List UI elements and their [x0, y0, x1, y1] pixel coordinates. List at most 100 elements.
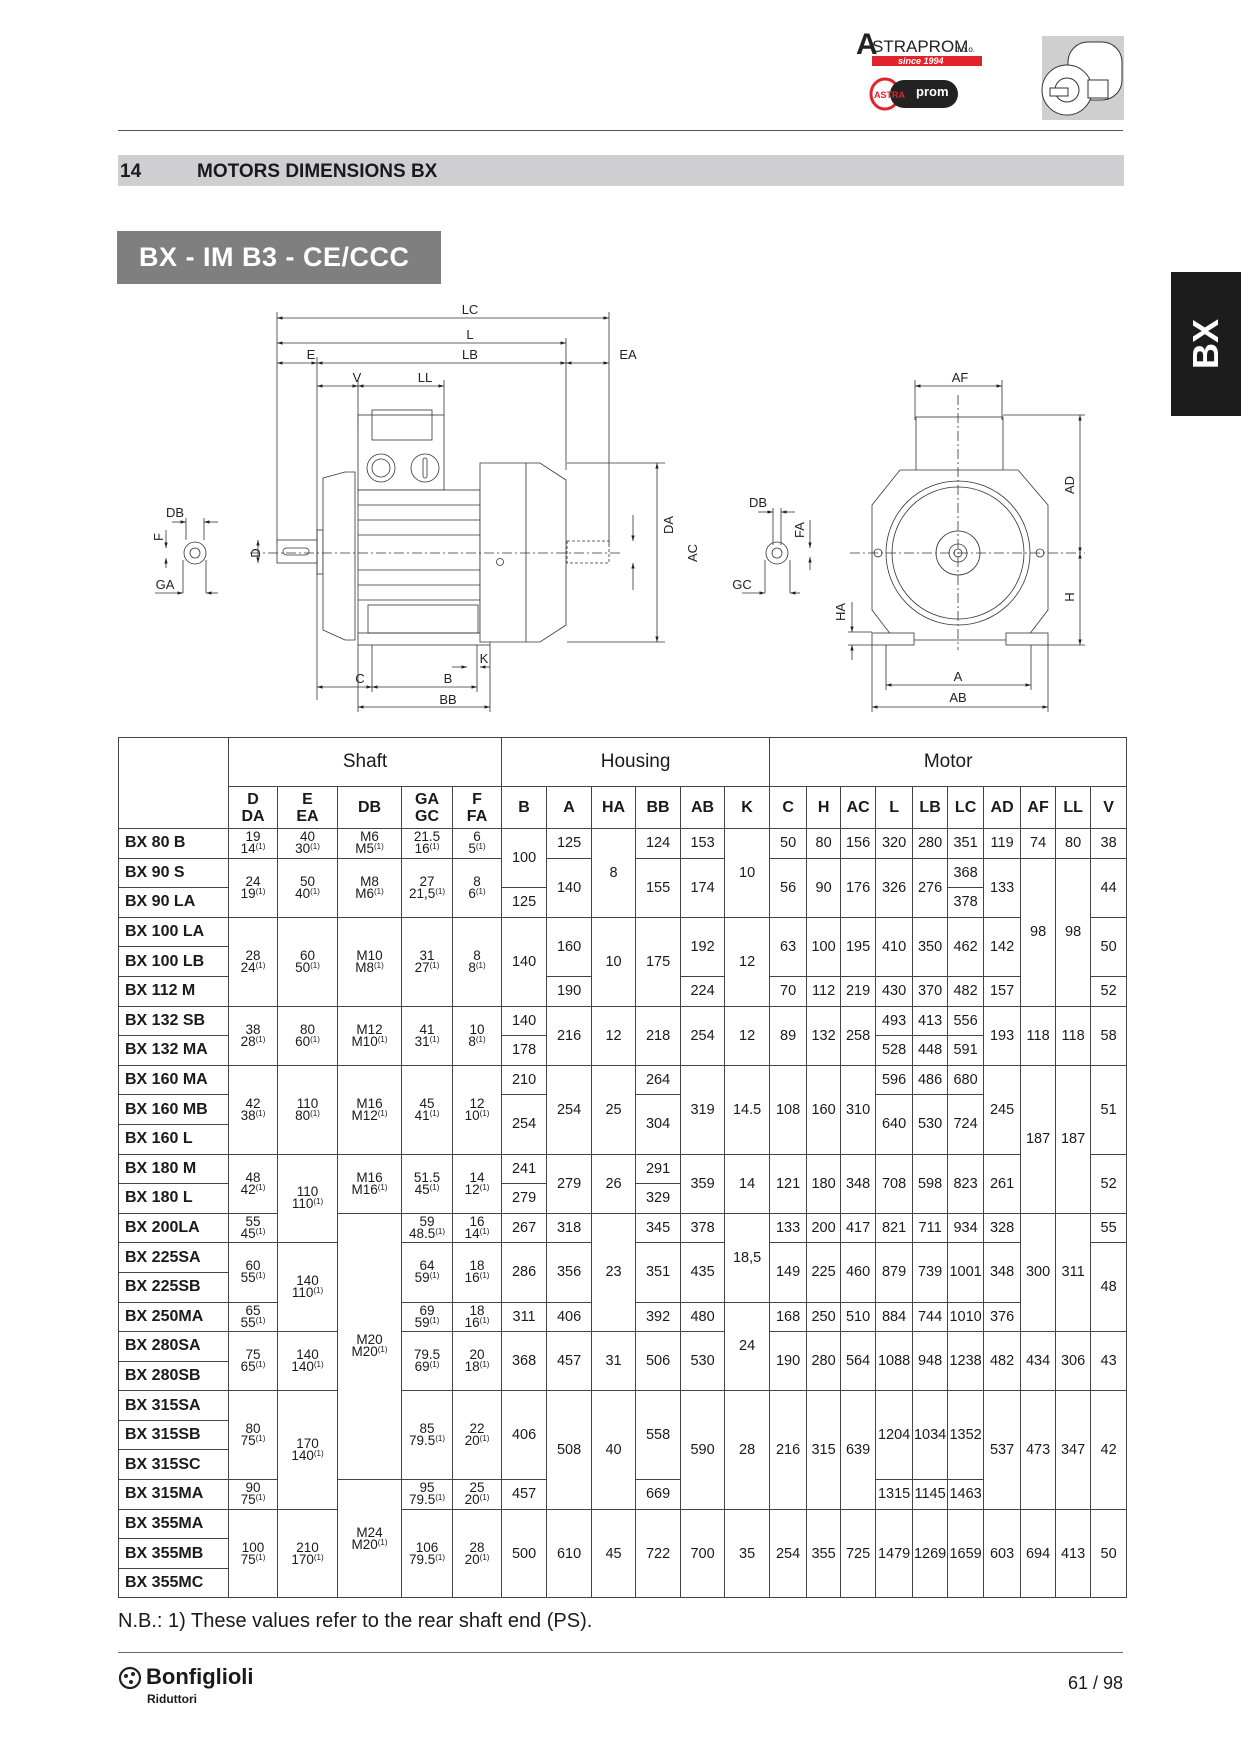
motor-thumbnail-icon [1041, 36, 1124, 120]
cell-ha: 31 [591, 1331, 637, 1392]
cell-ad: 245 [983, 1064, 1022, 1155]
model-cell: BX 132 MA [118, 1035, 229, 1066]
cell-lb: 276 [912, 857, 949, 918]
cell-h: 132 [806, 1005, 842, 1066]
cell-lc: 351 [947, 828, 985, 859]
cell-l: 1088 [875, 1331, 914, 1392]
cell-bb: 218 [635, 1005, 682, 1066]
cell-bb: 558 [635, 1390, 682, 1481]
cell-h: 200 [806, 1212, 842, 1244]
cell-lc: 1238 [947, 1331, 985, 1392]
model-cell: BX 200LA [118, 1212, 229, 1244]
cell-a: 457 [546, 1331, 593, 1392]
cell-c: 190 [769, 1331, 808, 1392]
cell-bb: 329 [635, 1183, 682, 1214]
table-row: BX 315SB [118, 1419, 1127, 1451]
label-AC: AC [685, 544, 700, 562]
header-logos: A STRAPROM d.o.o. since 1994 ASTRA prom [856, 28, 1124, 120]
cell-ac: 639 [840, 1390, 877, 1510]
cell-lb: 486 [912, 1064, 949, 1096]
cell-ll: 311 [1055, 1212, 1092, 1333]
column-header-b: B [501, 786, 548, 829]
column-header-l: L [875, 786, 914, 829]
cell-l: 1315 [875, 1479, 914, 1510]
cell-af: 694 [1020, 1508, 1057, 1599]
cell-h: 100 [806, 916, 842, 977]
cell-b: 241 [501, 1153, 548, 1185]
cell-b: 311 [501, 1301, 548, 1333]
label-GC: GC [732, 577, 752, 592]
label-AD: AD [1062, 476, 1077, 494]
cell-ac: 510 [840, 1301, 877, 1333]
logo-name: STRAPROM [872, 37, 968, 56]
column-header-ad: AD [983, 786, 1022, 829]
cell-ab: 224 [680, 975, 726, 1007]
cell-l: 708 [875, 1153, 914, 1214]
cell-af: 98 [1020, 857, 1057, 1007]
cell-ac: 460 [840, 1242, 877, 1303]
cell-h: 112 [806, 975, 842, 1007]
label-K: K [480, 651, 489, 666]
cell-lc: 1001 [947, 1242, 985, 1303]
cell-h: 280 [806, 1331, 842, 1392]
cell-lc: 1352 [947, 1390, 985, 1481]
cell-bb: 304 [635, 1094, 682, 1155]
cell-lb: 530 [912, 1094, 949, 1155]
corner-cell [118, 737, 229, 829]
cell-ll: 98 [1055, 857, 1092, 1007]
column-header-lc: LC [947, 786, 985, 829]
cell-c: 56 [769, 857, 808, 918]
group-header-motor: Motor [769, 737, 1128, 787]
column-header-bb: BB [635, 786, 682, 829]
cell-ha: 12 [591, 1005, 637, 1066]
cell-lc: 462 [947, 916, 985, 977]
cell-lb: 1145 [912, 1479, 949, 1510]
cell-l: 596 [875, 1064, 914, 1096]
cell-c: 216 [769, 1390, 808, 1510]
label-LL: LL [418, 370, 432, 385]
cell-ll: 347 [1055, 1390, 1092, 1510]
cell-a: 508 [546, 1390, 593, 1510]
cell-bb: 264 [635, 1064, 682, 1096]
cell-bb: 351 [635, 1242, 682, 1303]
cell-ad: 537 [983, 1390, 1022, 1510]
cell-ab: 590 [680, 1390, 726, 1510]
cell-b: 286 [501, 1242, 548, 1303]
cell-h: 160 [806, 1064, 842, 1155]
cell-lb: 598 [912, 1153, 949, 1214]
cell-lb: 413 [912, 1005, 949, 1037]
cell-b: 140 [501, 916, 548, 1007]
cell-a: 140 [546, 857, 593, 918]
cell-bb: 722 [635, 1508, 682, 1599]
label-AF: AF [952, 370, 969, 385]
cell-v: 44 [1090, 857, 1128, 918]
cell-l: 640 [875, 1094, 914, 1155]
bonfiglioli-logo-icon [118, 1666, 142, 1690]
column-header-h: H [806, 786, 842, 829]
cell-b: 457 [501, 1479, 548, 1510]
cell-lc: 556 [947, 1005, 985, 1037]
header-rule [118, 130, 1123, 131]
model-cell: BX 315SC [118, 1449, 229, 1481]
cell-l: 320 [875, 828, 914, 859]
label-D: D [248, 548, 263, 557]
cell-k: 14 [724, 1153, 771, 1214]
column-header-db: DB [337, 786, 402, 829]
model-cell: BX 225SB [118, 1271, 229, 1303]
